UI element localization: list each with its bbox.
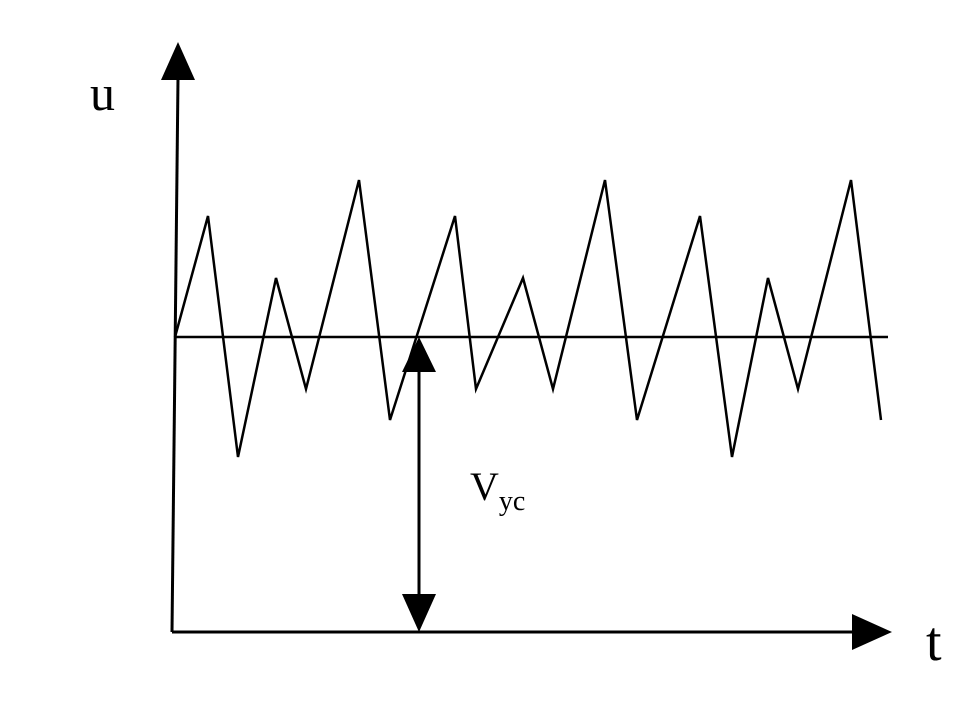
fluctuating-signal-curve: [173, 179, 883, 458]
y-axis-line: [170, 77, 180, 633]
average-velocity-subscript: yc: [499, 486, 525, 517]
average-velocity-arrowhead-down: [402, 594, 436, 632]
y-axis-label: u: [90, 65, 115, 121]
average-velocity-symbol: V: [470, 464, 499, 509]
y-axis-arrowhead: [161, 42, 195, 80]
average-velocity-arrowhead-up: [402, 337, 436, 372]
average-velocity-label: Vyc: [470, 464, 525, 517]
x-axis-arrowhead: [852, 614, 892, 650]
x-axis-label: t: [926, 611, 942, 673]
